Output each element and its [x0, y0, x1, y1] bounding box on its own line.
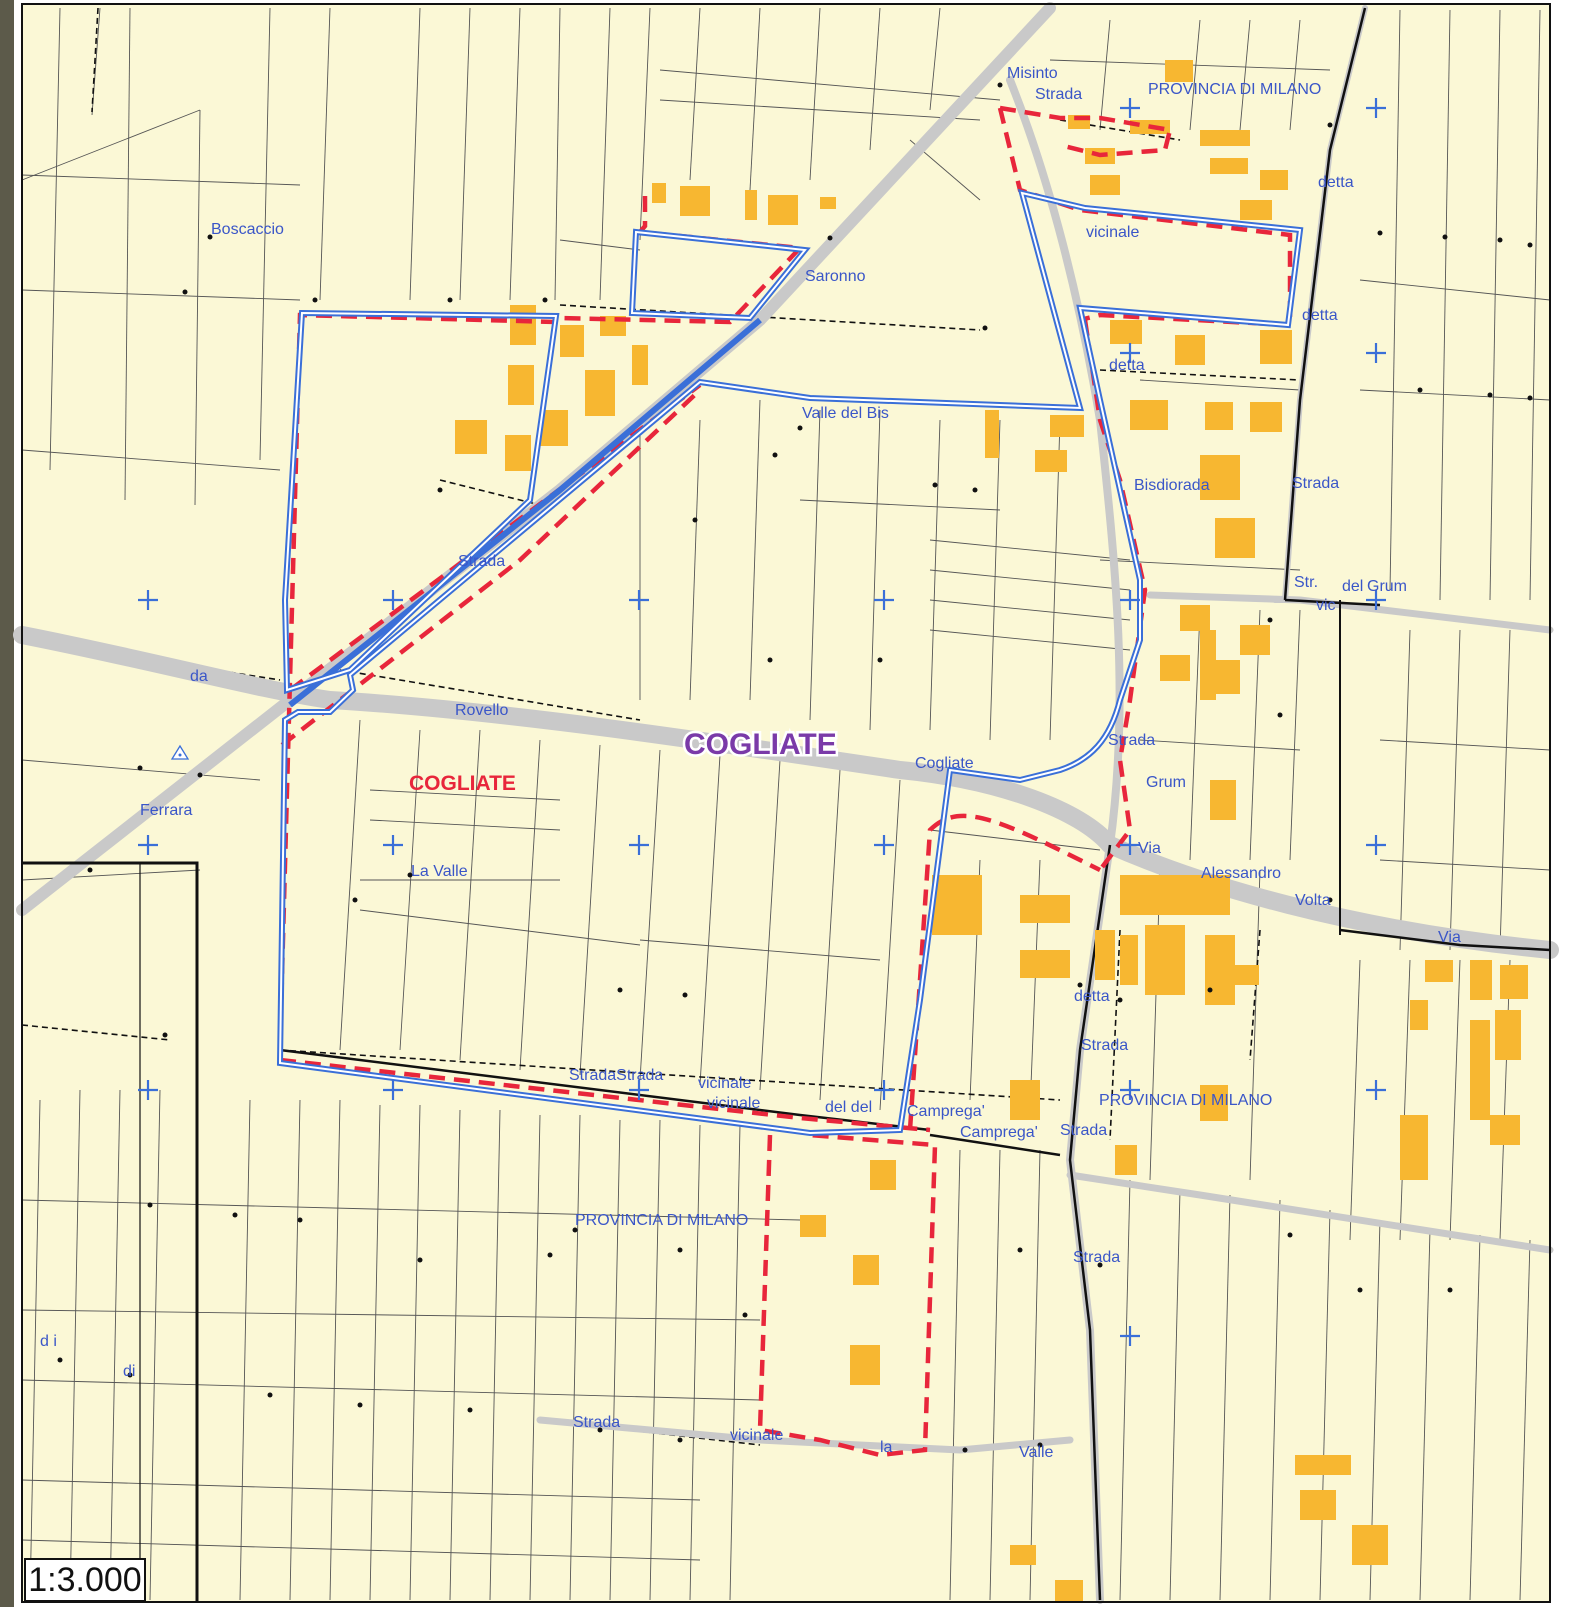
- label-del: del: [1342, 578, 1363, 595]
- label-del-del: del del: [825, 1099, 872, 1116]
- label-volta: Volta: [1295, 892, 1331, 909]
- scale-indicator: 1:3.000: [24, 1558, 146, 1602]
- aerial-strip: [0, 0, 14, 1607]
- label-via-2: Via: [1438, 929, 1461, 946]
- label-alessandro: Alessandro: [1201, 865, 1281, 882]
- label-strada-south: Strada: [1060, 1122, 1107, 1139]
- label-provincia-north: PROVINCIA DI MILANO: [1148, 81, 1321, 98]
- label-vicinale-2: vicinale: [707, 1095, 760, 1112]
- buildings: [455, 60, 1528, 1602]
- label-strada-se: Strada: [1073, 1249, 1120, 1266]
- label-vicinale-bottom: vicinale: [730, 1427, 783, 1444]
- label-camprega-2: Camprega': [960, 1124, 1038, 1141]
- label-cogliate-road: Cogliate: [915, 755, 974, 772]
- label-grum-2: Grum: [1146, 774, 1186, 791]
- label-di: di: [123, 1363, 135, 1380]
- label-misinto: Misinto: [1007, 65, 1058, 82]
- label-valle: Valle: [1019, 1444, 1053, 1461]
- label-strada-mid: Strada: [1081, 1037, 1128, 1054]
- label-detta-2: detta: [1302, 307, 1338, 324]
- label-vicinale-north: vicinale: [1086, 224, 1139, 241]
- label-strada-diag: Strada: [458, 553, 505, 570]
- label-la-valle: La Valle: [411, 863, 468, 880]
- label-vic: vic: [1316, 597, 1336, 614]
- label-detta-1: detta: [1318, 174, 1354, 191]
- label-provincia-south: PROVINCIA DI MILANO: [575, 1212, 748, 1229]
- label-via-1: Via: [1138, 840, 1161, 857]
- label-strada-grum: Strada: [1108, 732, 1155, 749]
- label-saronno: Saronno: [805, 268, 866, 285]
- label-la: la: [880, 1439, 893, 1456]
- label-str: Str.: [1294, 574, 1318, 591]
- map-labels: Misinto Strada PROVINCIA DI MILANO detta…: [40, 65, 1461, 1461]
- grid-crosses: [138, 98, 1386, 1346]
- label-d-i: d i: [40, 1333, 57, 1350]
- label-strada-north: Strada: [1035, 86, 1082, 103]
- label-detta-4: detta: [1074, 988, 1110, 1005]
- label-strada-strada: StradaStrada: [569, 1067, 663, 1084]
- label-provincia-east: PROVINCIA DI MILANO: [1099, 1092, 1272, 1109]
- label-cogliate-town: COGLIATE: [684, 728, 837, 761]
- label-valle-del-bis: Valle del Bis: [802, 405, 889, 422]
- label-bisdiorada: Bisdiorada: [1134, 477, 1210, 494]
- label-boscaccio: Boscaccio: [211, 221, 284, 238]
- label-camprega-1: Camprega': [907, 1103, 985, 1120]
- survey-triangle-icon: [170, 744, 190, 760]
- label-da: da: [190, 668, 208, 685]
- parcel-points: [57, 82, 1533, 1453]
- label-strada-east: Strada: [1292, 475, 1339, 492]
- map-border: [21, 3, 1551, 1603]
- blue-boundary-inner: [278, 191, 1302, 1135]
- label-strada-bottom: Strada: [573, 1414, 620, 1431]
- label-ferrara: Ferrara: [140, 802, 193, 819]
- label-grum-1: Grum: [1367, 578, 1407, 595]
- label-detta-3: detta: [1109, 357, 1145, 374]
- label-vicinale-1: vicinale: [698, 1075, 751, 1092]
- label-rovello: Rovello: [455, 702, 508, 719]
- province-border: [22, 600, 1341, 1602]
- label-cogliate-area: COGLIATE: [409, 772, 516, 795]
